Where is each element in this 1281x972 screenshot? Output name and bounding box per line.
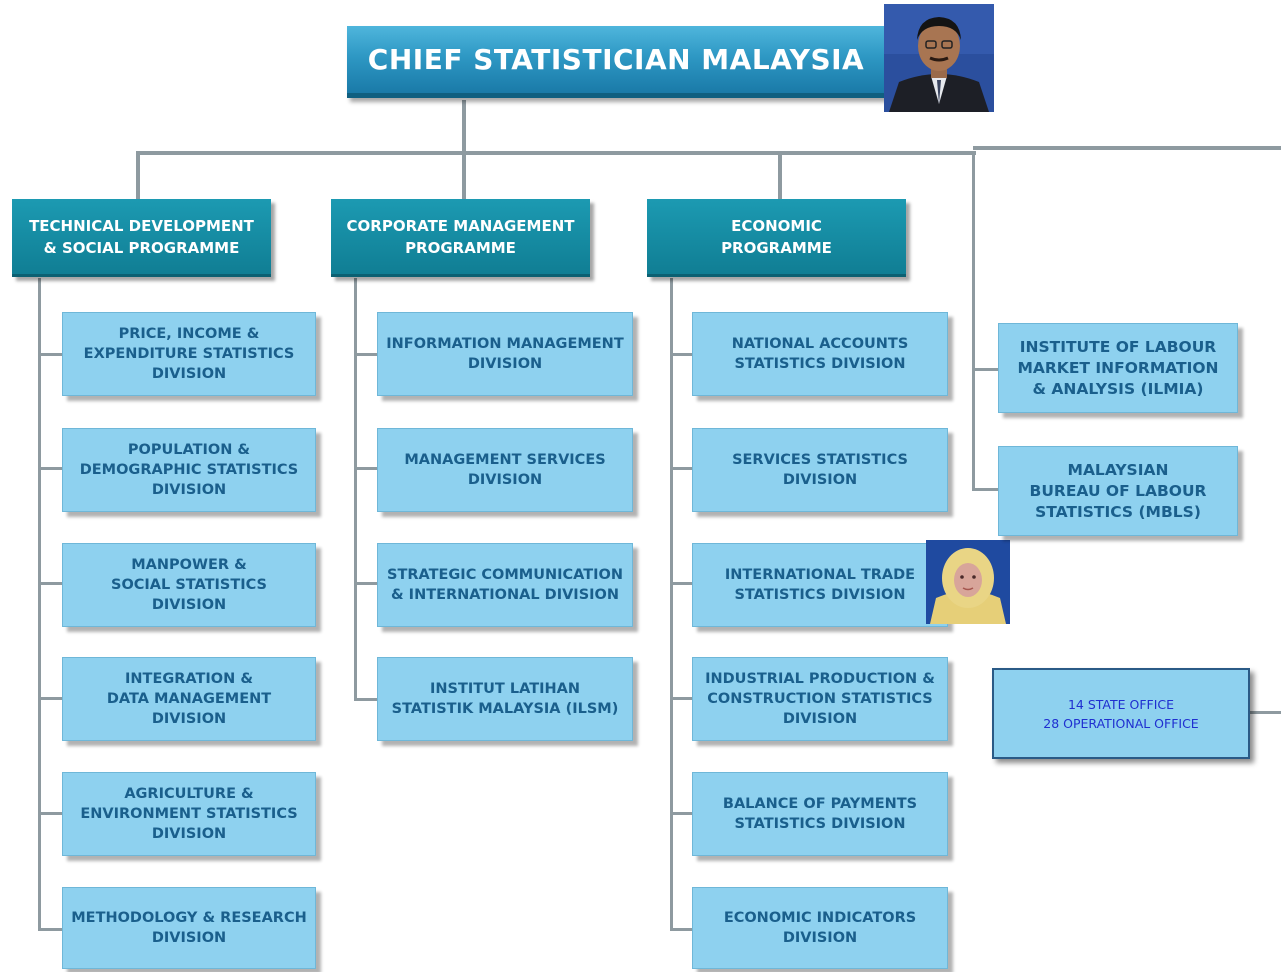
division-box[interactable]: INDUSTRIAL PRODUCTION & CONSTRUCTION STA… [692,657,948,741]
connector-line [670,928,692,931]
state-office-count: 14 STATE OFFICE [1067,696,1175,712]
connector-line [670,697,692,700]
connector-line [462,100,466,154]
division-box[interactable]: INFORMATION MANAGEMENT DIVISION [377,312,633,396]
division-label: INFORMATION MANAGEMENT DIVISION [386,336,624,372]
connector-line [670,278,673,931]
division-label: ECONOMIC INDICATORS DIVISION [723,910,917,946]
connector-line [670,353,692,356]
division-label: INDUSTRIAL PRODUCTION & CONSTRUCTION STA… [705,671,935,727]
programme-label: CORPORATE MANAGEMENT PROGRAMME [346,216,575,257]
division-label: SERVICES STATISTICS DIVISION [732,452,908,488]
connector-line [38,278,41,931]
connector-line [354,353,377,356]
division-label: MANPOWER & SOCIAL STATISTICS DIVISION [111,557,267,613]
division-label: PRICE, INCOME & EXPENDITURE STATISTICS D… [83,326,295,382]
chief-title: CHIEF STATISTICIAN MALAYSIA [367,43,865,76]
division-box[interactable]: MANAGEMENT SERVICES DIVISION [377,428,633,512]
division-box[interactable]: INTERNATIONAL TRADE STATISTICS DIVISION [692,543,948,627]
division-label: METHODOLOGY & RESEARCH DIVISION [71,910,307,946]
connector-line [778,151,782,199]
connector-line [38,582,62,585]
connector-line [670,812,692,815]
technical-development-programme[interactable]: TECHNICAL DEVELOPMENT & SOCIAL PROGRAMME [12,199,271,277]
division-label: NATIONAL ACCOUNTS STATISTICS DIVISION [731,336,909,372]
connector-line [670,582,692,585]
division-box[interactable]: METHODOLOGY & RESEARCH DIVISION [62,887,316,969]
division-box[interactable]: NATIONAL ACCOUNTS STATISTICS DIVISION [692,312,948,396]
connector-line [354,698,377,701]
connector-line [136,151,140,199]
chief-portrait [884,4,994,112]
connector-line [972,488,998,491]
economic-programme[interactable]: ECONOMIC PROGRAMME [647,199,906,277]
connector-line [462,151,466,199]
division-box[interactable]: PRICE, INCOME & EXPENDITURE STATISTICS D… [62,312,316,396]
connector-line [354,467,377,470]
division-box[interactable]: SERVICES STATISTICS DIVISION [692,428,948,512]
connector-line [38,812,62,815]
connector-line [354,582,377,585]
connector-line [38,928,62,931]
connector-line [973,146,1281,150]
state-offices-box[interactable]: 14 STATE OFFICE 28 OPERATIONAL OFFICE [992,668,1250,759]
programme-label: ECONOMIC PROGRAMME [721,216,832,257]
chief-statistician-box[interactable]: CHIEF STATISTICIAN MALAYSIA [347,26,885,98]
connector-line [136,151,976,155]
connector-line [1250,711,1281,714]
division-box[interactable]: INTEGRATION & DATA MANAGEMENT DIVISION [62,657,316,741]
connector-line [38,697,62,700]
agency-label: MALAYSIAN BUREAU OF LABOUR STATISTICS (M… [1029,460,1207,521]
division-box[interactable]: ECONOMIC INDICATORS DIVISION [692,887,948,969]
division-label: AGRICULTURE & ENVIRONMENT STATISTICS DIV… [80,786,298,842]
division-label: STRATEGIC COMMUNICATION & INTERNATIONAL … [387,567,623,603]
division-label: POPULATION & DEMOGRAPHIC STATISTICS DIVI… [79,442,299,498]
division-box[interactable]: INSTITUT LATIHAN STATISTIK MALAYSIA (ILS… [377,657,633,741]
programme-label: TECHNICAL DEVELOPMENT & SOCIAL PROGRAMME [29,216,254,257]
corporate-management-programme[interactable]: CORPORATE MANAGEMENT PROGRAMME [331,199,590,277]
connector-line [972,368,998,371]
agency-box-ilmia[interactable]: INSTITUTE OF LABOUR MARKET INFORMATION &… [998,323,1238,413]
connector-line [38,353,62,356]
division-box[interactable]: AGRICULTURE & ENVIRONMENT STATISTICS DIV… [62,772,316,856]
division-box[interactable]: STRATEGIC COMMUNICATION & INTERNATIONAL … [377,543,633,627]
agency-label: INSTITUTE OF LABOUR MARKET INFORMATION &… [1017,337,1219,398]
operational-office-count: 28 OPERATIONAL OFFICE [1043,715,1199,731]
connector-line [354,278,357,701]
agency-box-mbls[interactable]: MALAYSIAN BUREAU OF LABOUR STATISTICS (M… [998,446,1238,536]
division-label: INTERNATIONAL TRADE STATISTICS DIVISION [724,567,916,603]
connector-line [38,467,62,470]
division-label: BALANCE OF PAYMENTS STATISTICS DIVISION [722,796,918,832]
division-box[interactable]: BALANCE OF PAYMENTS STATISTICS DIVISION [692,772,948,856]
division-label: INSTITUT LATIHAN STATISTIK MALAYSIA (ILS… [391,681,619,717]
division-head-portrait [926,540,1010,624]
division-label: MANAGEMENT SERVICES DIVISION [404,452,606,488]
connector-line [670,467,692,470]
connector-line [972,151,975,491]
division-box[interactable]: POPULATION & DEMOGRAPHIC STATISTICS DIVI… [62,428,316,512]
division-box[interactable]: MANPOWER & SOCIAL STATISTICS DIVISION [62,543,316,627]
division-label: INTEGRATION & DATA MANAGEMENT DIVISION [106,671,272,727]
